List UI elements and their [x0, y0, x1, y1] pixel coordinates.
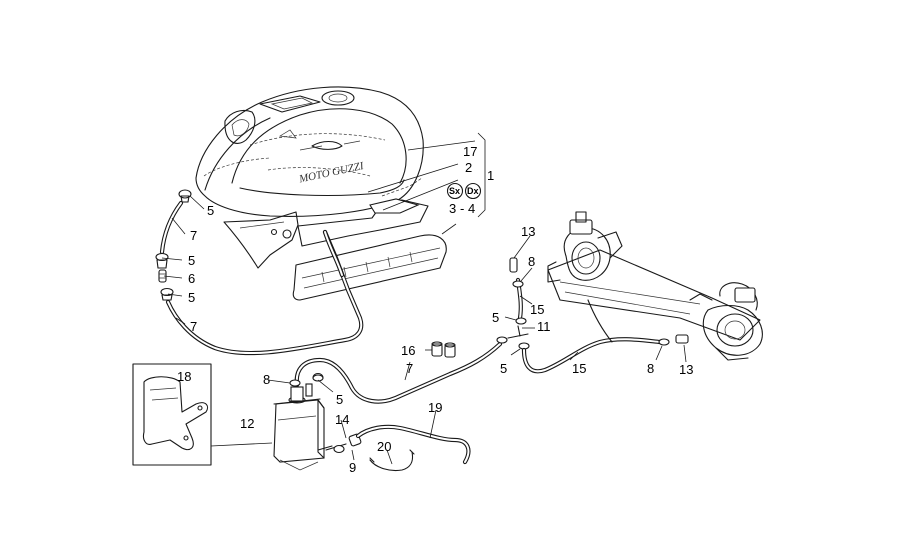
callout-12: 12: [240, 416, 254, 431]
callout-5-canister: 5: [336, 392, 343, 407]
callout-labels: 17 2 1 Sx Dx 3 4 - 5 7 5 6 5 7 18 12 8 5…: [177, 144, 693, 475]
callout-15-low: 15: [572, 361, 586, 376]
canister-hoses: [289, 229, 503, 472]
callout-5-right-b: 5: [500, 361, 507, 376]
callout-15-top: 15: [530, 302, 544, 317]
callout-5-right-a: 5: [492, 310, 499, 325]
bracket-detail-box: [132, 363, 273, 466]
badge-sx: Sx: [449, 186, 460, 196]
callout-7-low: 7: [190, 319, 197, 334]
leader-lines: [161, 132, 687, 465]
callout-8-right-top: 8: [528, 254, 535, 269]
callout-14: 14: [335, 412, 349, 427]
fuel-tank: MOTO GUZZI: [195, 86, 424, 217]
callout-dash: -: [460, 201, 464, 216]
callout-7-top: 7: [190, 228, 197, 243]
left-hose-assembly: [155, 189, 364, 356]
tank-logo-text: MOTO GUZZI: [297, 160, 366, 186]
callout-7-center: 7: [406, 361, 413, 376]
callout-1: 1: [487, 168, 494, 183]
callout-19: 19: [428, 400, 442, 415]
callout-5-mid: 5: [188, 253, 195, 268]
callout-3: 3: [449, 201, 456, 216]
side-panel: [223, 211, 299, 269]
callout-20: 20: [377, 439, 391, 454]
fittings-16: [431, 341, 456, 358]
callout-13-top: 13: [521, 224, 535, 239]
carbon-canister: [273, 383, 333, 471]
callout-4: 4: [468, 201, 475, 216]
callout-2: 2: [465, 160, 472, 175]
badge-dx: Dx: [467, 186, 479, 196]
callout-9: 9: [349, 460, 356, 475]
callout-8-right-low: 8: [647, 361, 654, 376]
callout-13-low: 13: [679, 362, 693, 377]
heat-shield: [292, 198, 447, 301]
callout-6: 6: [188, 271, 195, 286]
callout-5-top: 5: [207, 203, 214, 218]
callout-16: 16: [401, 343, 415, 358]
throttle-body-assembly: [547, 211, 763, 361]
right-hose-assembly: [496, 257, 689, 374]
callout-11: 11: [537, 319, 551, 334]
callout-5-low: 5: [188, 290, 195, 305]
callout-18: 18: [177, 369, 191, 384]
callout-8-left: 8: [263, 372, 270, 387]
callout-17: 17: [463, 144, 477, 159]
